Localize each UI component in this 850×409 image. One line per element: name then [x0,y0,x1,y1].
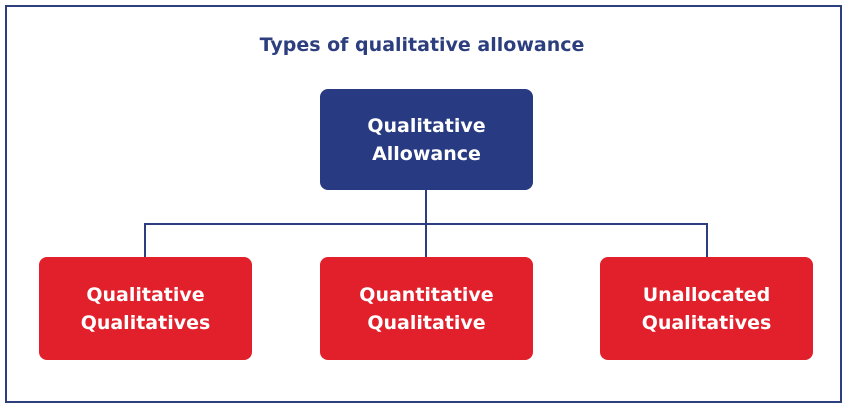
child-node-label: Unallocated Qualitatives [641,283,772,334]
child-node-label: Quantitative Qualitative [359,283,494,334]
diagram-title: Types of qualitative allowance [259,34,585,56]
root-node-label: Qualitative Allowance [367,114,486,165]
child-node-unallocated-qualitatives: Unallocated Qualitatives [600,257,813,360]
child-node-qualitative-qualitatives: Qualitative Qualitatives [39,257,252,360]
child-node-label: Qualitative Qualitatives [80,283,211,334]
child-node-quantitative-qualitative: Quantitative Qualitative [320,257,533,360]
root-node: Qualitative Allowance [320,89,533,190]
